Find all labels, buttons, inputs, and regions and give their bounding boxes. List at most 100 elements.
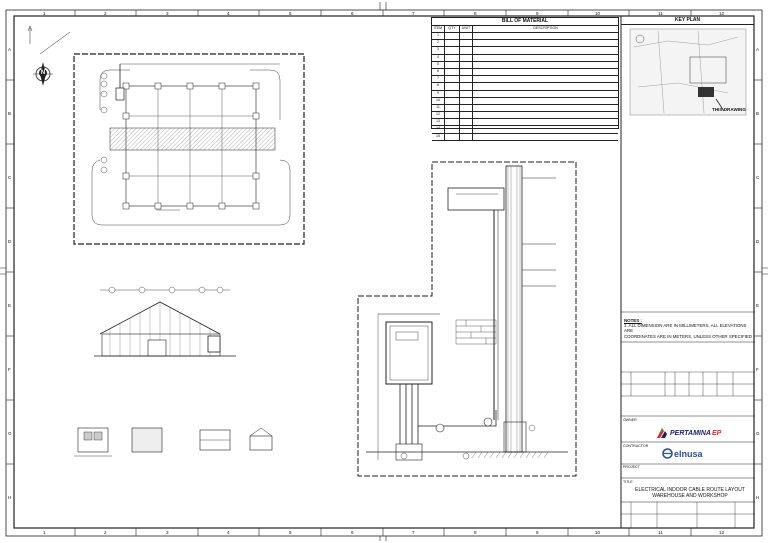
bom-cell-qty	[445, 47, 460, 54]
grid-col-label: 1	[43, 530, 46, 535]
bom-cell-unit	[460, 133, 473, 140]
grid-row-label: H	[8, 495, 12, 500]
grid-col-label: 8	[474, 11, 477, 16]
cable-route-section	[357, 161, 577, 477]
grid-col-label: 4	[227, 530, 230, 535]
bom-cell-desc	[473, 119, 618, 125]
bom-cell-item: 5	[432, 61, 445, 68]
bom-cell-qty	[445, 68, 460, 76]
notes-title: NOTES :	[624, 318, 642, 323]
drawing-title-line2: WAREHOUSE AND WORKSHOP	[652, 493, 728, 499]
bom-cell-qty	[445, 112, 460, 119]
grid-row-label: D	[756, 239, 760, 244]
bom-row: 7	[432, 76, 618, 84]
owner-label: OWNER	[623, 418, 637, 422]
bom-cell-unit	[460, 33, 473, 40]
bom-cell-qty	[445, 83, 460, 90]
grid-col-label: 2	[104, 11, 107, 16]
bom-cell-item: 1	[432, 33, 445, 40]
grid-row-label: G	[756, 431, 760, 436]
bom-cell-qty	[445, 119, 460, 126]
grid-col-label: 3	[166, 530, 169, 535]
bom-row: 8	[432, 83, 618, 91]
bom-row: 2	[432, 40, 618, 48]
grid-row-label: B	[8, 111, 12, 116]
elnusa-logo-icon	[662, 448, 673, 459]
bom-cell-desc	[473, 55, 618, 61]
grid-col-label: 7	[412, 11, 415, 16]
bom-cell-item: 14	[432, 126, 445, 133]
bom-header-qty: QTY	[445, 26, 460, 32]
grid-col-label: 10	[595, 530, 601, 535]
bom-cell-item: 3	[432, 47, 445, 54]
grid-row-label: A	[8, 47, 12, 52]
grid-row-label: E	[8, 303, 12, 308]
grid-row-label: H	[756, 495, 760, 500]
grid-col-label: 1	[43, 11, 46, 16]
bom-cell-unit	[460, 83, 473, 90]
bom-cell-qty	[445, 33, 460, 40]
contractor-logo: elnusa	[662, 448, 703, 459]
grid-col-label: 7	[412, 530, 415, 535]
building-elevation	[94, 286, 236, 357]
bom-cell-unit	[460, 47, 473, 54]
grid-col-label: 11	[658, 530, 663, 535]
pertamina-logo-icon	[657, 428, 667, 438]
owner-logo: PERTAMINA EP	[656, 427, 721, 439]
bom-row: 13	[432, 119, 618, 127]
grid-col-label: 10	[595, 11, 601, 16]
bom-cell-desc	[473, 69, 618, 75]
bom-cell-qty	[445, 133, 460, 140]
grid-col-label: 3	[166, 11, 169, 16]
bom-cell-item: 7	[432, 76, 445, 83]
bom-row: 11	[432, 104, 618, 113]
bom-cell-qty	[445, 97, 460, 104]
bom-row: 3	[432, 47, 618, 55]
grid-col-label: 9	[536, 11, 539, 16]
bom-cell-item: 12	[432, 112, 445, 119]
bom-row: 10	[432, 97, 618, 105]
bom-cell-item: 10	[432, 97, 445, 104]
contractor-logo-text: elnusa	[674, 448, 703, 459]
notes-line: COORDINATES ARE IN METERS, UNLESS OTHER …	[624, 333, 752, 339]
bom-row: 15	[432, 133, 618, 141]
grid-col-label: 12	[719, 530, 725, 535]
bom-row: 1	[432, 33, 618, 41]
bom-cell-unit	[460, 97, 473, 104]
bom-cell-desc	[473, 33, 618, 39]
grid-row-label: G	[8, 431, 12, 436]
grid-col-label: 11	[658, 11, 663, 16]
bom-header-row: ITEM QTY UNIT DESCRIPTION	[432, 26, 618, 33]
title-block-lines	[620, 16, 755, 528]
grid-col-label: 4	[227, 11, 230, 16]
bom-cell-item: 2	[432, 40, 445, 47]
bom-cell-desc	[473, 134, 618, 140]
grid-row-label: C	[8, 175, 12, 180]
grid-col-label: 6	[351, 530, 354, 535]
drawing-title-line1: ELECTRICAL INDOOR CABLE ROUTE LAYOUT	[635, 487, 745, 493]
bom-table: BILL OF MATERIAL ITEM QTY UNIT DESCRIPTI…	[431, 17, 619, 141]
contractor-label: CONTRACTOR	[623, 444, 649, 448]
building-plan	[73, 53, 305, 245]
bom-cell-desc	[473, 40, 618, 46]
grid-col-label: 5	[289, 530, 292, 535]
grid-row-label: F	[756, 367, 759, 372]
bom-cell-qty	[445, 104, 460, 112]
owner-logo-text: PERTAMINA	[670, 429, 711, 437]
bom-cell-desc	[473, 83, 618, 89]
owner-logo-suffix: EP	[711, 429, 722, 437]
bom-cell-item: 4	[432, 54, 445, 61]
grid-col-label: 12	[719, 11, 725, 16]
bom-cell-item: 15	[432, 133, 445, 140]
grid-row-label: F	[8, 367, 11, 372]
bom-cell-desc	[473, 126, 618, 132]
key-plan-header: KEY PLAN	[621, 17, 754, 25]
grid-col-label: 8	[474, 530, 477, 535]
bom-cell-unit	[460, 126, 473, 133]
north-label: N	[39, 69, 47, 77]
grid-row-label: A	[756, 47, 760, 52]
key-plan-title: KEY PLAN	[674, 17, 701, 23]
bom-header-item: ITEM	[432, 26, 445, 32]
bom-cell-desc	[473, 98, 618, 104]
